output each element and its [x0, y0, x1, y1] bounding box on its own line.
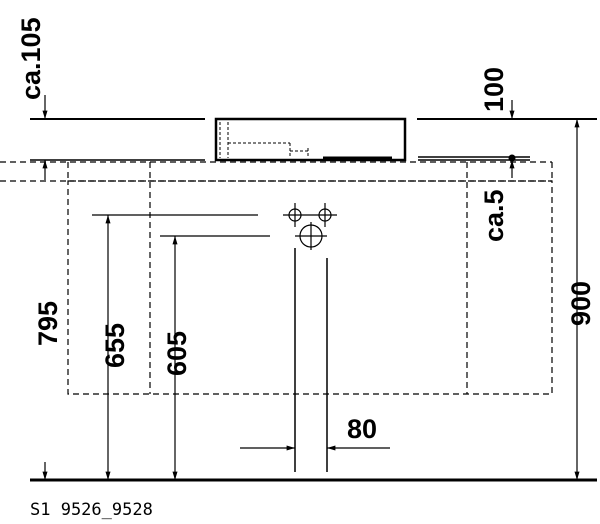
- dimension-lines: [42, 95, 580, 480]
- dimension-655: 655: [100, 323, 130, 368]
- dimension-900: 900: [566, 281, 596, 326]
- reference-lines: [30, 118, 597, 161]
- dimension-gap: ca.5: [479, 189, 509, 242]
- vanity-unit-outline: [0, 161, 553, 395]
- basin-outline: [214, 117, 407, 162]
- dimension-basin-height: 100: [479, 67, 509, 112]
- dimension-80: 80: [347, 414, 377, 444]
- reference-dot: [508, 154, 516, 162]
- dimension-605: 605: [162, 331, 192, 376]
- dimension-top-clearance: ca.105: [16, 17, 46, 100]
- connections: [92, 203, 337, 472]
- drawing-caption: S1 9526_9528: [30, 500, 153, 520]
- dimension-795: 795: [33, 301, 63, 346]
